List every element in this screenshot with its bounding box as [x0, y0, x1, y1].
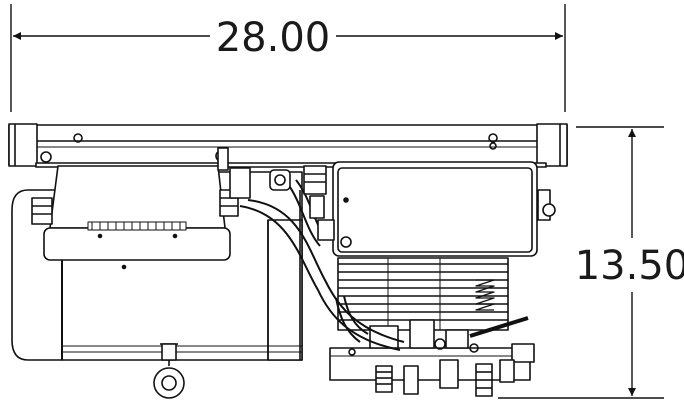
width-dimension-value: 28.00	[216, 15, 331, 61]
width-dimension	[10, 4, 566, 112]
hook	[153, 343, 185, 399]
valve-manifold	[329, 319, 535, 397]
hose-fittings	[269, 165, 335, 241]
top-rail	[8, 123, 568, 168]
pump-block	[337, 257, 529, 338]
hoist-assembly	[8, 123, 568, 399]
gear-housing	[31, 147, 251, 270]
height-dimension	[498, 126, 664, 399]
control-box	[332, 161, 556, 257]
height-dimension-value: 13.50	[575, 243, 684, 289]
